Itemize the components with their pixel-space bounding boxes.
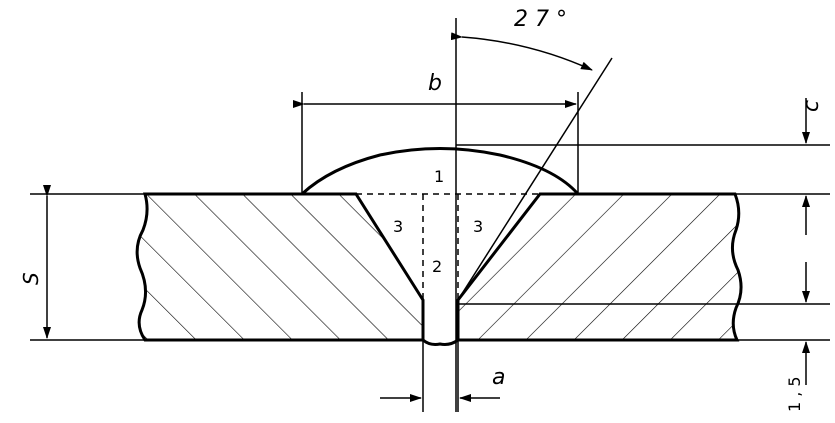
zone-3-right-label: 3: [473, 217, 483, 236]
s-label: S: [19, 272, 43, 285]
depth-label: 1 , 5: [785, 376, 804, 412]
b-label: b: [428, 71, 442, 96]
zone-2-label: 2: [432, 257, 442, 276]
left-plate: [135, 192, 425, 342]
angle-label: 2 7 °: [514, 7, 567, 32]
root-bead: [422, 338, 459, 346]
bevel-extension-line: [457, 57, 613, 301]
angle-arc: [450, 32, 593, 71]
zone-1-label: 1: [434, 167, 444, 186]
a-label: a: [492, 365, 505, 390]
right-plate: [456, 192, 743, 342]
zone-3-left-label: 3: [393, 217, 403, 236]
c-label: c: [799, 100, 824, 112]
weld-cap: [300, 147, 580, 196]
